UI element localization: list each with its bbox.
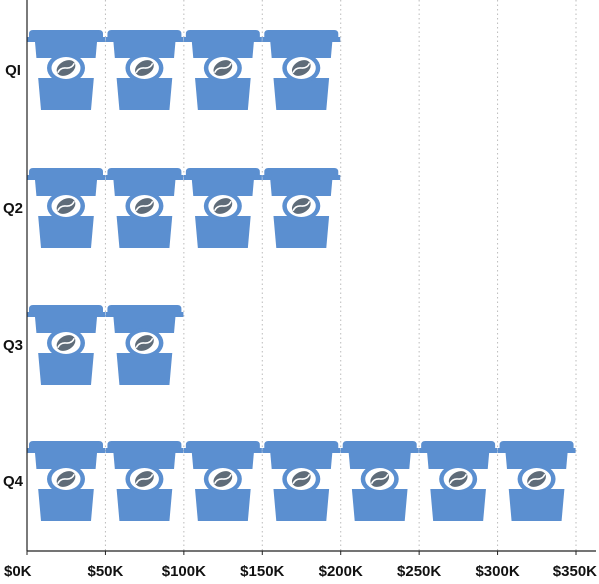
category-label: QI — [5, 62, 21, 79]
coffee-cup-icon — [418, 440, 498, 522]
x-tick-label: $300K — [475, 563, 519, 580]
coffee-cup-icon — [339, 440, 420, 522]
icon-row — [26, 167, 352, 249]
icon-row — [26, 440, 577, 522]
coffee-cup-icon — [26, 304, 106, 386]
coffee-cup-icon — [496, 440, 577, 522]
coffee-cup-icon — [261, 29, 342, 111]
icon-row — [26, 29, 380, 111]
x-tick-label: $50K — [87, 563, 123, 580]
x-tick-label: $100K — [162, 563, 206, 580]
coffee-cup-icon — [104, 29, 185, 111]
axes — [26, 0, 596, 552]
coffee-cup-icon — [340, 167, 352, 249]
coffee-cup-icon — [104, 167, 185, 249]
category-label: Q3 — [3, 337, 23, 354]
x-tick-label: $250K — [397, 563, 441, 580]
x-tick-label: $0K — [4, 563, 32, 580]
coffee-cup-icon — [183, 304, 208, 386]
grid-lines — [104, 0, 577, 551]
pictograph-icons — [26, 29, 577, 522]
category-label: Q2 — [3, 200, 23, 217]
x-tick-label: $200K — [319, 563, 363, 580]
x-tick-labels: $0K $50K $100K $150K $200K $250K $300K $350K — [4, 551, 597, 580]
coffee-cup-icon — [183, 29, 263, 111]
coffee-cup-icon — [261, 440, 342, 522]
coffee-cup-icon — [183, 440, 263, 522]
coffee-cup-icon — [26, 29, 106, 111]
coffee-cup-icon — [261, 167, 342, 249]
icon-row — [26, 304, 208, 386]
coffee-cup-icon — [26, 440, 106, 522]
coffee-cup-icon — [104, 304, 185, 386]
category-label: Q4 — [3, 473, 24, 490]
x-tick-label: $350K — [553, 563, 597, 580]
x-tick-label: $150K — [240, 563, 284, 580]
coffee-cup-icon — [26, 167, 106, 249]
coffee-cup-icon — [183, 167, 263, 249]
coffee-cup-icon — [104, 440, 185, 522]
coffee-cup-icon — [340, 29, 380, 111]
